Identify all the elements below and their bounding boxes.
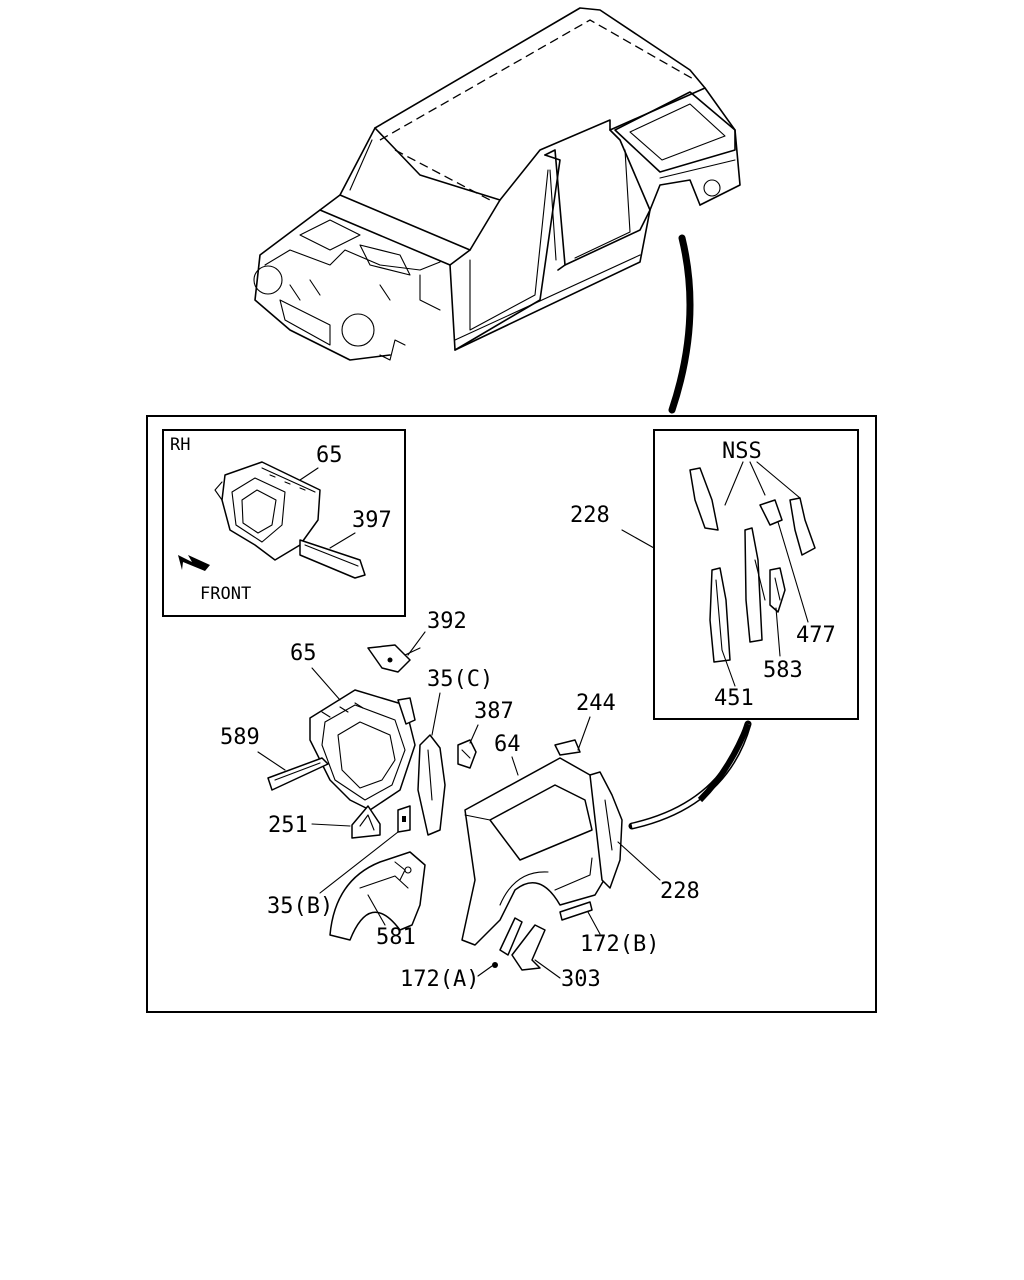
rh-callout-65: 65 <box>316 443 343 468</box>
nss-callout-451: 451 <box>714 686 754 711</box>
callout-64: 64 <box>494 732 521 757</box>
leader-curve-top <box>668 234 694 414</box>
callout-387: 387 <box>474 699 514 724</box>
callouts: 392 65 35(C) 387 64 244 589 251 35(B) 58… <box>220 609 700 992</box>
callout-251: 251 <box>268 813 308 838</box>
leader-228-top <box>621 529 655 549</box>
nss-inset-title: NSS <box>722 439 762 464</box>
callout-581: 581 <box>376 925 416 950</box>
rh-inset-title: RH <box>170 435 190 455</box>
callout-35c: 35(C) <box>427 667 493 692</box>
callout-172a: 172(A) <box>400 967 479 992</box>
leader-curve-bottom <box>628 720 752 830</box>
callout-303: 303 <box>561 967 601 992</box>
callout-392: 392 <box>427 609 467 634</box>
front-label: FRONT <box>200 584 251 604</box>
rh-inset: RH FRONT 65 397 <box>162 429 406 617</box>
callout-228: 228 <box>660 879 700 904</box>
callout-65: 65 <box>290 641 317 666</box>
nss-callout-583: 583 <box>763 658 803 683</box>
callout-228-top: 228 <box>570 503 610 528</box>
vehicle-body-illustration <box>253 7 741 361</box>
nss-inset: NSS 477 583 451 <box>653 429 859 720</box>
callout-244: 244 <box>576 691 616 716</box>
callout-589: 589 <box>220 725 260 750</box>
callout-35b: 35(B) <box>267 894 333 919</box>
detail-frame <box>146 415 877 1013</box>
exploded-parts <box>267 644 623 971</box>
rh-callout-397: 397 <box>352 508 392 533</box>
callout-172b: 172(B) <box>580 932 659 957</box>
nss-callout-477: 477 <box>796 623 836 648</box>
